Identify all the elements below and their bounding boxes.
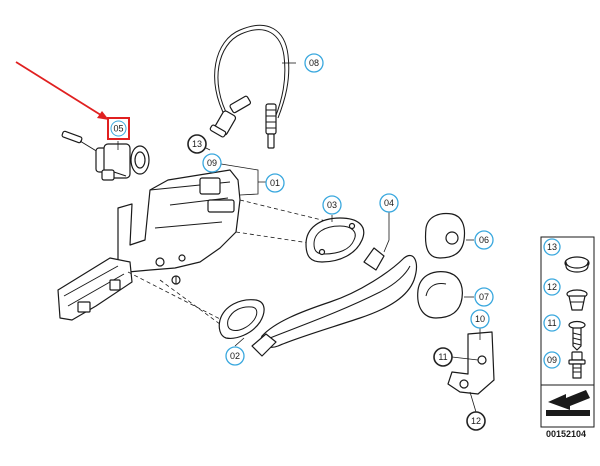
svg-text:11: 11	[438, 352, 447, 362]
svg-text:13: 13	[547, 242, 557, 252]
callout-13: 13	[187, 134, 207, 154]
lock-cylinder	[61, 130, 150, 181]
handle-cap-plain	[417, 271, 463, 319]
grommet-icon	[566, 289, 588, 311]
svg-text:12: 12	[547, 282, 557, 292]
callout-11: 11	[433, 347, 453, 367]
callout-05: 05	[107, 117, 130, 140]
callout-03: 03	[322, 195, 342, 215]
callout-12: 12	[466, 411, 486, 431]
svg-text:02: 02	[230, 351, 240, 361]
svg-text:07: 07	[479, 292, 489, 302]
plug-icon	[564, 256, 590, 273]
legend-09: 09	[543, 351, 561, 369]
screw-icon	[568, 320, 586, 351]
svg-text:04: 04	[384, 198, 394, 208]
direction-arrow-icon	[546, 390, 590, 416]
bowden-cable	[209, 24, 290, 149]
callout-07: 07	[474, 287, 494, 307]
svg-text:12: 12	[471, 416, 481, 426]
callout-09: 09	[202, 153, 222, 173]
callout-02: 02	[225, 346, 245, 366]
fastener-legend: 13 12 11 09	[540, 236, 595, 428]
svg-text:06: 06	[479, 235, 489, 245]
svg-text:01: 01	[270, 178, 280, 188]
svg-text:03: 03	[327, 200, 337, 210]
svg-text:09: 09	[207, 158, 217, 168]
door-handle-carrier	[57, 169, 241, 321]
svg-text:11: 11	[547, 318, 556, 328]
assembly-lines	[127, 199, 331, 331]
outer-door-handle	[251, 247, 417, 357]
legend-13: 13	[543, 238, 561, 256]
svg-text:13: 13	[192, 139, 202, 149]
svg-text:05: 05	[113, 124, 123, 134]
highlight-arrow	[15, 61, 109, 120]
bolt-icon	[568, 351, 586, 379]
legend-12: 12	[543, 278, 561, 296]
rear-gasket	[218, 299, 265, 339]
svg-text:09: 09	[547, 355, 557, 365]
front-gasket	[305, 217, 365, 263]
handle-support-bracket	[447, 331, 495, 395]
callout-08: 08	[304, 53, 324, 73]
svg-text:08: 08	[309, 58, 319, 68]
callout-01: 01	[265, 173, 285, 193]
legend-11: 11	[543, 314, 561, 332]
callout-06: 06	[474, 230, 494, 250]
callout-04: 04	[379, 193, 399, 213]
svg-text:10: 10	[475, 314, 485, 324]
handle-cap-lock-side	[424, 212, 466, 259]
callout-10: 10	[470, 309, 490, 329]
diagram-number: 00152104	[546, 429, 586, 439]
